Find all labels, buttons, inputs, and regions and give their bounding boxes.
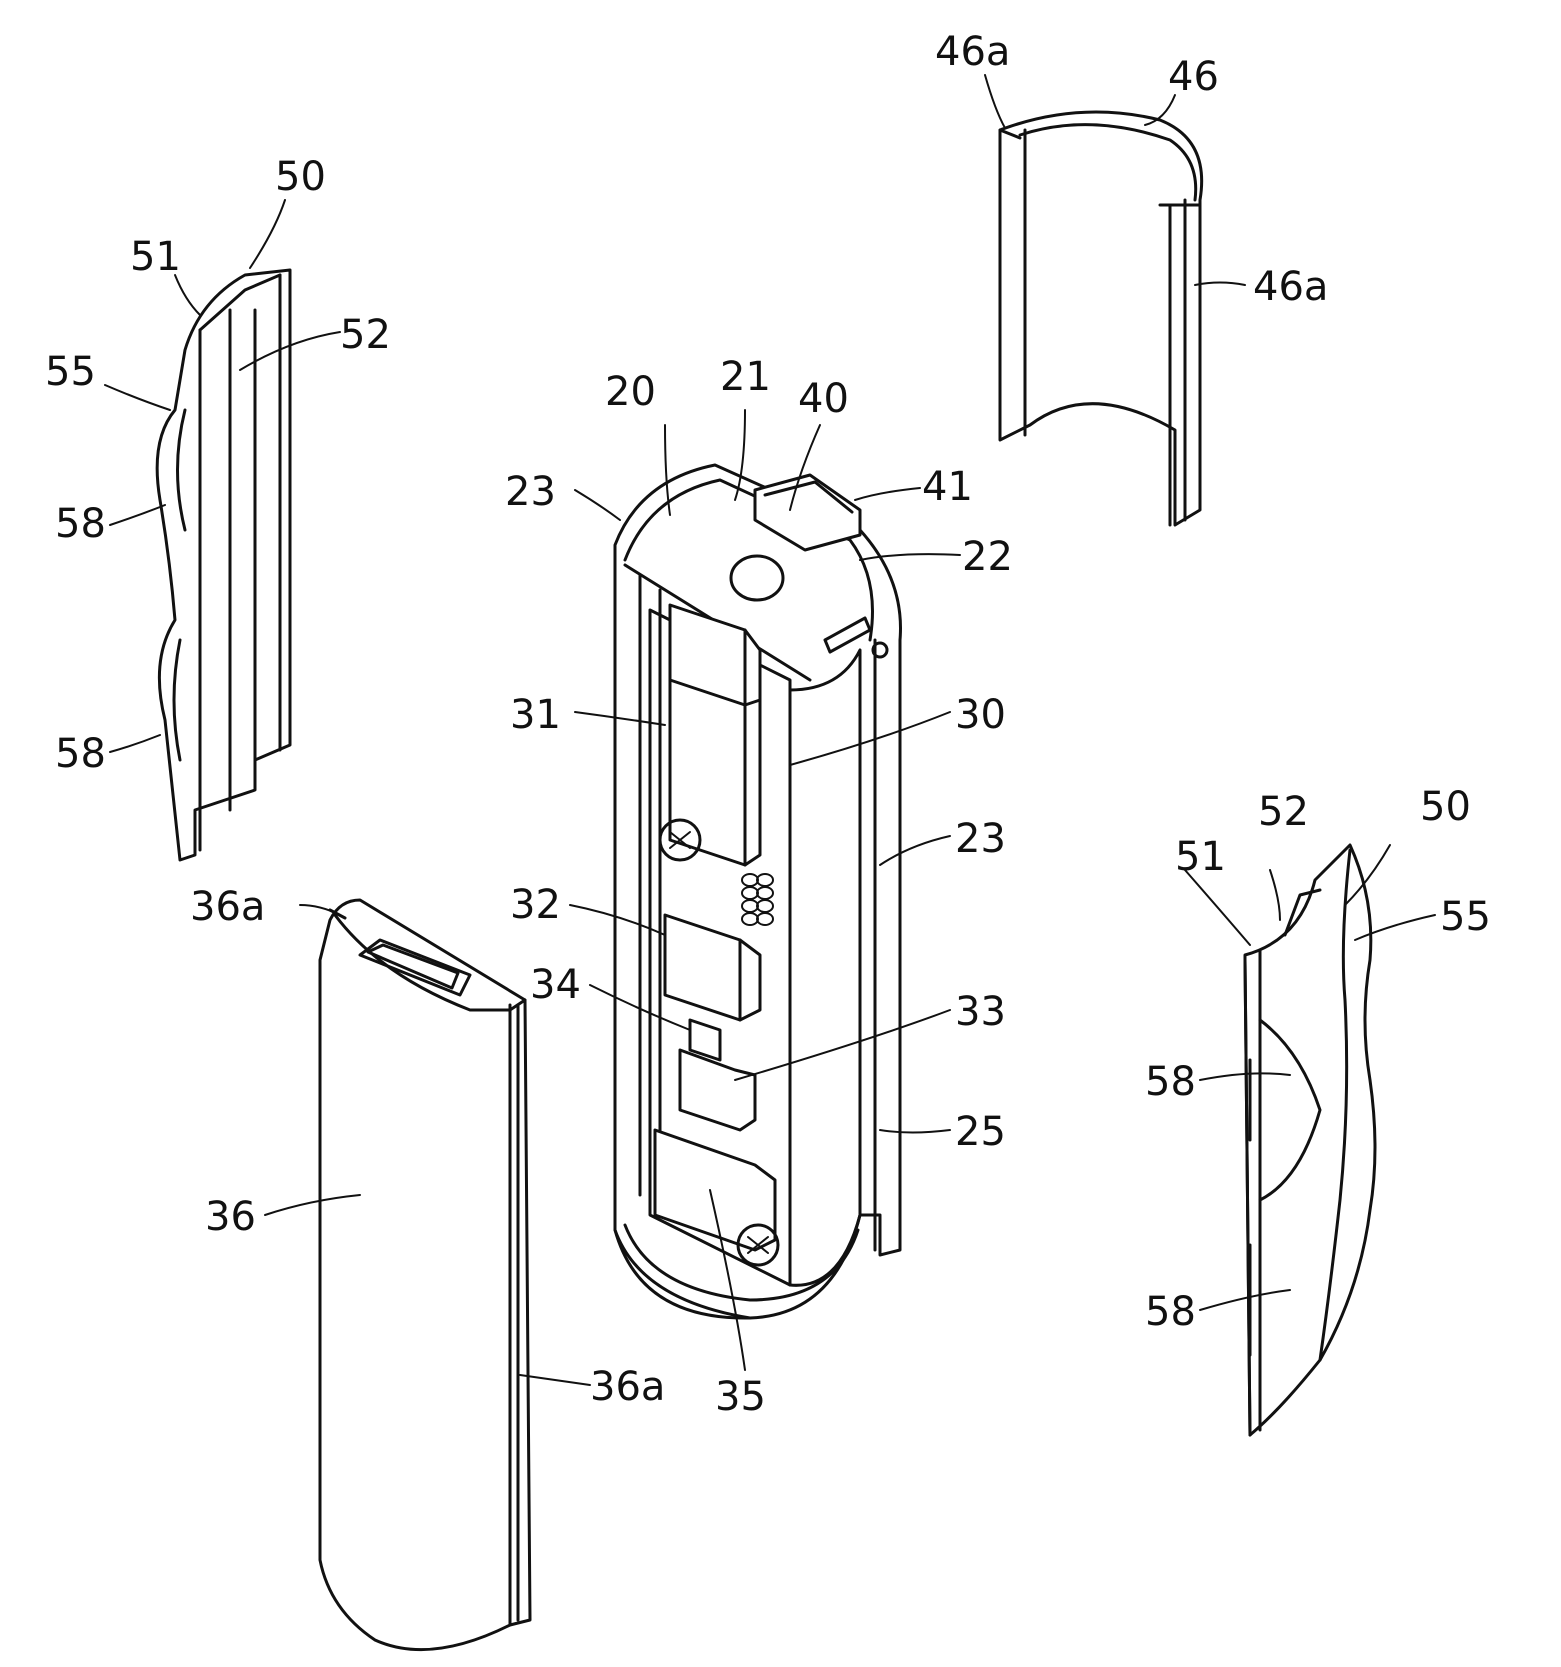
label-58-left-upper: 58 <box>55 501 106 547</box>
label-55-right: 55 <box>1440 894 1491 940</box>
label-30: 30 <box>955 692 1006 738</box>
label-33: 33 <box>955 989 1006 1035</box>
label-50-right: 50 <box>1420 784 1471 830</box>
label-21: 21 <box>720 354 771 400</box>
label-50-left: 50 <box>275 154 326 200</box>
label-36: 36 <box>205 1194 256 1240</box>
label-51-left: 51 <box>130 234 181 280</box>
label-22: 22 <box>962 534 1013 580</box>
label-41: 41 <box>922 464 973 510</box>
label-58-left-lower: 58 <box>55 731 106 777</box>
front-cover-36 <box>320 900 530 1650</box>
label-36a-bottom: 36a <box>590 1364 665 1410</box>
label-20: 20 <box>605 369 656 415</box>
label-25: 25 <box>955 1109 1006 1155</box>
side-grip-50-right <box>1245 845 1375 1435</box>
label-52-right: 52 <box>1258 789 1309 835</box>
label-51-right: 51 <box>1175 834 1226 880</box>
rear-cover-46 <box>1000 112 1202 525</box>
label-31: 31 <box>510 692 561 738</box>
label-32: 32 <box>510 882 561 928</box>
label-34: 34 <box>530 962 581 1008</box>
label-40: 40 <box>798 376 849 422</box>
label-55-left: 55 <box>45 349 96 395</box>
label-58-right-lower: 58 <box>1145 1289 1196 1335</box>
label-46a-right: 46a <box>1253 264 1328 310</box>
main-body-20 <box>615 465 901 1318</box>
label-23-mid: 23 <box>955 816 1006 862</box>
label-46: 46 <box>1168 54 1219 100</box>
label-23-top: 23 <box>505 469 556 515</box>
label-52-left: 52 <box>340 312 391 358</box>
label-36a-top: 36a <box>190 884 265 930</box>
label-46a-top: 46a <box>935 29 1010 75</box>
side-grip-50-left <box>157 270 290 860</box>
label-58-right-upper: 58 <box>1145 1059 1196 1105</box>
label-35: 35 <box>715 1374 766 1420</box>
